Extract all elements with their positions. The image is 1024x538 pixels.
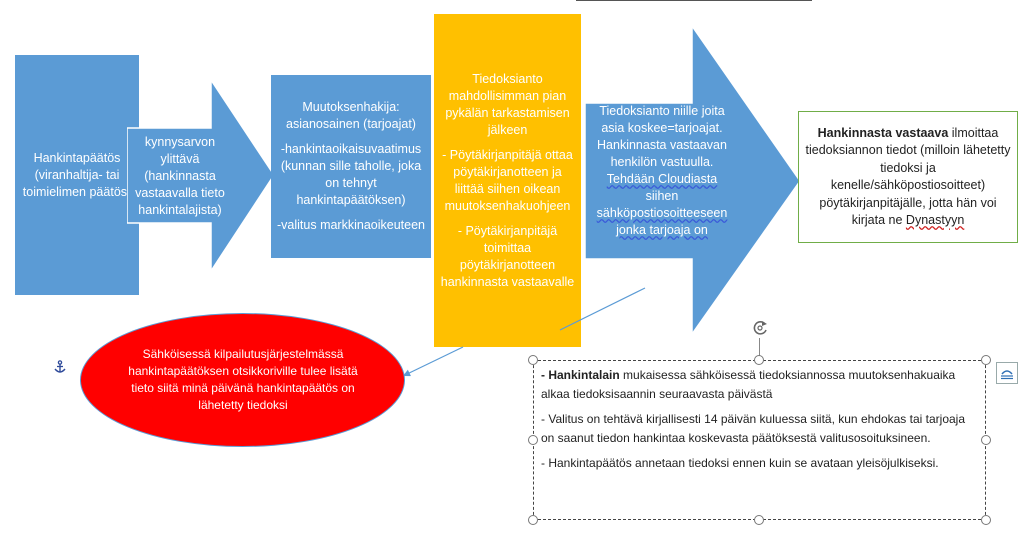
box-tiedoksianto[interactable]: [434, 14, 581, 347]
resize-handle-e[interactable]: [981, 435, 991, 445]
box-tiedoksianto-text: Tiedoksianto mahdollisimman pian pykälän…: [440, 71, 575, 289]
note-paragraph-1: - Hankintalain mukaisessa sähköisessä ti…: [541, 368, 956, 401]
box-hankintapaatos-text: Hankintapäätös (viranhaltija- tai toimie…: [22, 150, 132, 199]
ellipse-kilpailutusjarjestelma[interactable]: [80, 313, 405, 447]
resize-handle-s[interactable]: [754, 515, 764, 525]
box-hankinnasta-vastaava[interactable]: [798, 111, 1018, 243]
resize-handle-nw[interactable]: [528, 355, 538, 365]
resize-handle-w[interactable]: [528, 435, 538, 445]
note-textbox-text[interactable]: - Hankintalain mukaisessa sähköisessä ti…: [541, 366, 979, 473]
layout-options-glyph: [1001, 370, 1013, 380]
arrow-kynnysarvo[interactable]: [127, 80, 275, 272]
resize-handle-se[interactable]: [981, 515, 991, 525]
box-muutoksenhakija[interactable]: [271, 75, 431, 258]
resize-handle-sw[interactable]: [528, 515, 538, 525]
rotate-handle-icon[interactable]: [750, 318, 770, 338]
top-rule: [576, 0, 812, 1]
arrow-tiedoksianto-text: Tiedoksianto niille joita asia koskee=ta…: [596, 104, 728, 237]
arrow-tiedoksianto-tarjoajille[interactable]: [585, 26, 803, 336]
resize-handle-n[interactable]: [754, 355, 764, 365]
rotate-handle-stem: [759, 338, 760, 358]
box-muutoksenhakija-text: Muutoksenhakija: asianosainen (tarjoajat…: [277, 100, 425, 232]
layout-options-icon[interactable]: [996, 362, 1018, 384]
arrow-kynnysarvo-text: kynnysarvon ylittävä (hankinnasta vastaa…: [135, 134, 225, 217]
note-paragraph-3: - Hankintapäätös annetaan tiedoksi ennen…: [541, 456, 939, 470]
note-paragraph-2: - Valitus on tehtävä kirjallisesti 14 pä…: [541, 412, 966, 445]
anchor-icon[interactable]: [53, 360, 67, 374]
resize-handle-ne[interactable]: [981, 355, 991, 365]
box-hankintapaatos[interactable]: [15, 55, 139, 295]
ellipse-text: Sähköisessä kilpailutusjärjestelmässä ha…: [128, 347, 358, 412]
box-hankinnasta-vastaava-text: Hankinnasta vastaava ilmoittaa tiedoksia…: [805, 125, 1011, 228]
